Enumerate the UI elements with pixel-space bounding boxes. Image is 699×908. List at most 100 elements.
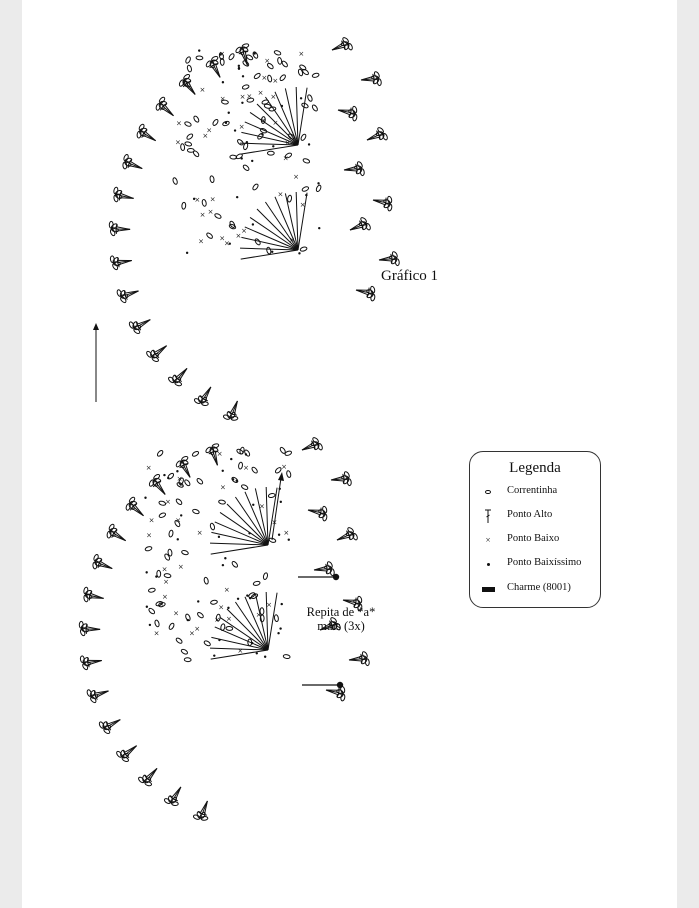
- svg-text:×: ×: [243, 464, 249, 472]
- legend-title: Legenda: [509, 460, 561, 476]
- svg-text:×: ×: [199, 86, 205, 94]
- legend-item-charm: Charme (8001): [470, 581, 600, 597]
- svg-text:×: ×: [259, 503, 265, 511]
- stitch-marks: ×××××××××××××××××××××××××××××××××: [172, 49, 322, 255]
- svg-text:×: ×: [178, 563, 184, 571]
- stitch-cluster: [378, 251, 400, 267]
- legend-label-charm: Charme (8001): [507, 582, 571, 593]
- stitch-cluster: [128, 319, 151, 334]
- stitch-cluster: [360, 71, 382, 87]
- stitch-cluster: [222, 400, 239, 421]
- repeat-marker-bottom-dot: [336, 681, 344, 689]
- chain-oval-icon: [478, 484, 498, 500]
- svg-text:×: ×: [300, 201, 306, 209]
- stitch-cluster: [78, 620, 101, 637]
- svg-text:×: ×: [235, 232, 241, 240]
- svg-text:×: ×: [278, 191, 284, 199]
- svg-text:×: ×: [146, 464, 152, 472]
- stitch-cluster: [155, 96, 174, 117]
- repeat-note-line-1: Repita de *a*: [306, 605, 376, 619]
- svg-text:×: ×: [176, 120, 182, 128]
- svg-text:×: ×: [220, 95, 226, 103]
- stitch-cluster: [192, 800, 209, 821]
- stitch-cluster: [92, 554, 113, 570]
- stitch-cluster: [116, 289, 139, 304]
- stitch-cluster: [79, 655, 102, 671]
- stitch-cluster: [325, 685, 346, 702]
- svg-text:×: ×: [162, 566, 168, 574]
- svg-text:×: ×: [239, 123, 245, 131]
- stitch-cluster: [138, 767, 158, 787]
- svg-text:×: ×: [217, 450, 223, 458]
- stitch-cluster: [372, 195, 393, 212]
- svg-text:×: ×: [189, 629, 195, 637]
- stitch-cluster: [301, 437, 323, 451]
- svg-text:×: ×: [219, 50, 225, 58]
- stitch-cluster: [343, 161, 365, 177]
- svg-text:×: ×: [272, 119, 278, 127]
- svg-text:×: ×: [264, 57, 270, 65]
- legend-label-double-crochet: Ponto Alto: [507, 509, 553, 520]
- svg-text:×: ×: [289, 236, 295, 244]
- fan-motif: [240, 87, 308, 155]
- svg-text:×: ×: [208, 208, 214, 216]
- connector-line-right: [271, 477, 282, 541]
- svg-text:×: ×: [197, 529, 203, 537]
- stitch-cluster: [349, 217, 371, 231]
- svg-text:×: ×: [298, 50, 304, 58]
- stitch-cluster: [336, 527, 358, 541]
- single-crochet-x-icon: ×: [485, 535, 491, 545]
- arrow-up-icon: [93, 323, 99, 330]
- fan-motif: [210, 487, 278, 555]
- svg-text:×: ×: [283, 155, 289, 163]
- legend-label-slip-stitch: Ponto Baixíssimo: [507, 557, 582, 568]
- repeat-note: Repita de *a* mais (3x): [296, 605, 386, 633]
- svg-text:×: ×: [200, 211, 206, 219]
- stitch-cluster: [146, 345, 167, 362]
- stitch-cluster: [98, 719, 121, 734]
- stitch-cluster: [106, 523, 126, 542]
- svg-text:×: ×: [158, 600, 164, 608]
- svg-text:×: ×: [261, 116, 267, 124]
- chart-title: Gráfico 1: [381, 268, 439, 284]
- stitch-cluster: [330, 471, 352, 487]
- stitch-cluster: [355, 285, 376, 302]
- svg-text:×: ×: [266, 601, 272, 609]
- stitch-cluster: [331, 37, 353, 51]
- repeat-note-line-2: mais (3x): [317, 619, 365, 633]
- svg-text:×: ×: [258, 89, 264, 97]
- stitch-cluster: [109, 255, 132, 271]
- svg-text:×: ×: [218, 603, 224, 611]
- legend-item-slip-stitch: Ponto Baixíssimo: [470, 556, 600, 572]
- svg-text:×: ×: [206, 127, 212, 135]
- stitch-cluster: [136, 123, 156, 142]
- svg-text:×: ×: [210, 196, 216, 204]
- charm-bar-icon: [478, 581, 498, 597]
- svg-text:×: ×: [237, 647, 243, 655]
- fan-motif: [210, 592, 278, 660]
- repeat-marker-top-dot: [332, 573, 340, 581]
- stitch-cluster: [205, 55, 221, 78]
- stitch-cluster: [125, 496, 144, 517]
- svg-text:×: ×: [154, 630, 160, 638]
- stitch-cluster: [83, 586, 104, 603]
- svg-text:×: ×: [146, 532, 152, 540]
- slip-stitch-dot-icon: [478, 556, 498, 572]
- svg-text:×: ×: [194, 625, 200, 633]
- stitch-cluster: [307, 505, 328, 522]
- stitch-cluster: [366, 127, 388, 141]
- svg-text:×: ×: [285, 139, 291, 147]
- fan-motif: [240, 192, 308, 260]
- svg-text:×: ×: [177, 475, 183, 483]
- arrow-up-icon: [278, 472, 284, 481]
- stitch-cluster: [108, 220, 131, 237]
- stitch-cluster: [175, 455, 191, 478]
- legend-item-double-crochet: Ponto Alto: [470, 508, 600, 524]
- svg-text:×: ×: [283, 529, 289, 537]
- stitch-cluster: [313, 561, 335, 577]
- svg-text:×: ×: [214, 616, 220, 624]
- svg-text:×: ×: [224, 239, 230, 247]
- svg-text:×: ×: [272, 77, 278, 85]
- svg-text:×: ×: [198, 237, 204, 245]
